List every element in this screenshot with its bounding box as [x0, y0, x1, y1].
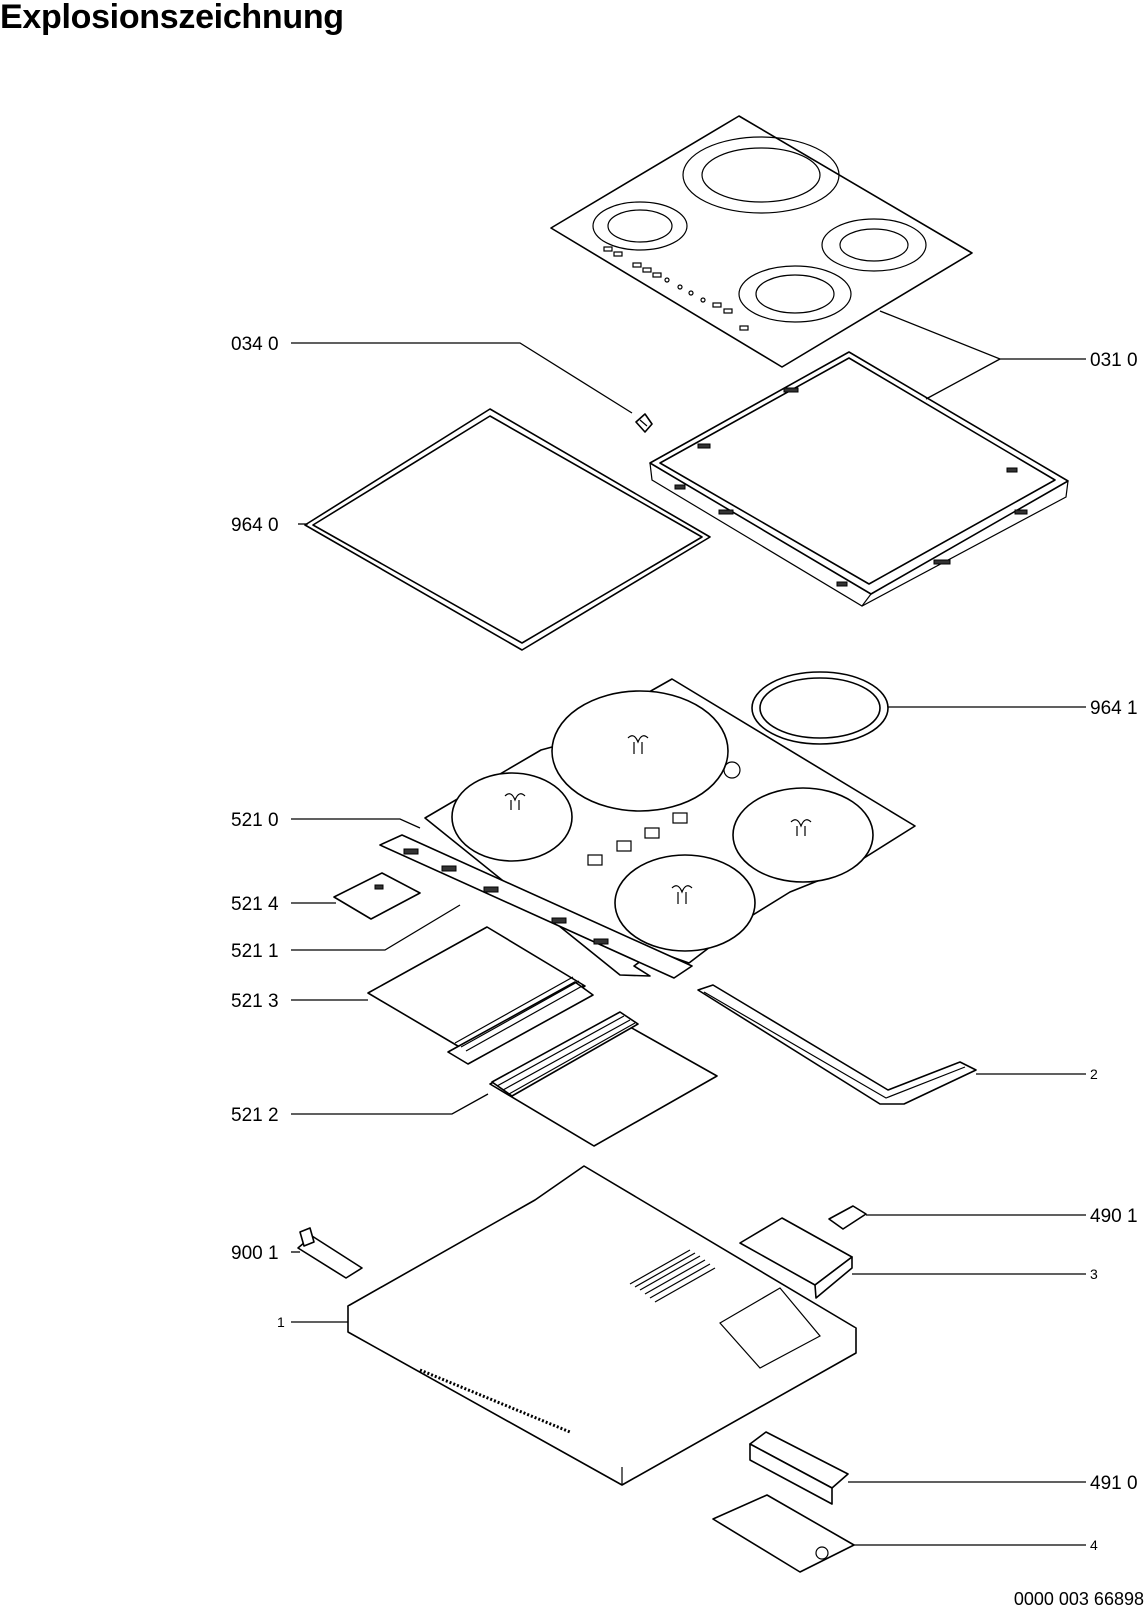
callout-521-1: 521 1: [231, 941, 279, 962]
control-strip: [379, 834, 693, 979]
callout-964-0: 964 0: [231, 515, 279, 536]
callout-1: 1: [277, 1314, 285, 1330]
ring-gasket: [751, 671, 889, 745]
callout-3: 3: [1090, 1266, 1098, 1282]
leader-lines: [291, 310, 1086, 1546]
callout-521-3: 521 3: [231, 991, 279, 1012]
small-connector: [828, 1205, 867, 1230]
heating-element-upper: [367, 926, 594, 1065]
callout-521-0: 521 0: [231, 810, 279, 831]
small-circuit-board: [333, 872, 421, 920]
small-clip-part: [635, 413, 653, 433]
callout-490-1: 490 1: [1090, 1206, 1138, 1227]
drawing-number: 0000 003 66898: [1013, 1589, 1144, 1609]
callout-900-1: 900 1: [231, 1243, 279, 1264]
callout-521-4: 521 4: [231, 894, 279, 915]
ribbon-cable: [697, 984, 977, 1105]
callout-4: 4: [1090, 1537, 1098, 1553]
cooktop-frame: [649, 351, 1069, 607]
ceramic-glass-top: [550, 115, 973, 368]
terminal-block: [749, 1431, 849, 1505]
callout-521-2: 521 2: [231, 1105, 279, 1126]
callout-034-0: 034 0: [231, 334, 279, 355]
page-title: Explosionszeichnung: [0, 0, 344, 36]
callout-491-0: 491 0: [1090, 1473, 1138, 1494]
callout-964-1: 964 1: [1090, 698, 1138, 719]
frame-gasket: [304, 408, 711, 651]
cover-plate: [712, 1494, 855, 1573]
heating-element-lower: [489, 1011, 718, 1147]
callout-031-0: 031 0: [1090, 350, 1138, 371]
callout-2: 2: [1090, 1066, 1098, 1082]
mounting-bracket: [739, 1217, 853, 1299]
clamp-part: [297, 1227, 363, 1279]
bottom-housing: [347, 1165, 857, 1486]
